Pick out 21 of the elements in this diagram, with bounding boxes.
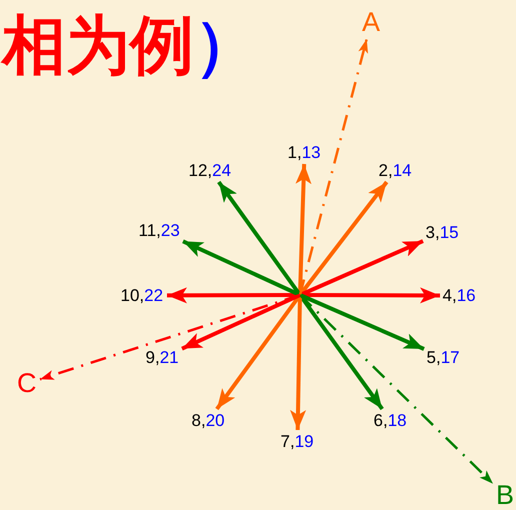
vector-label: 1,13 xyxy=(288,144,321,160)
phase-letter: B xyxy=(496,482,514,508)
vector-label: 6,18 xyxy=(374,412,407,428)
dash-dot-arrow xyxy=(40,294,300,380)
vector-label: 11,23 xyxy=(138,222,180,238)
vector-label: 9,21 xyxy=(146,348,179,366)
vector-label: 3,15 xyxy=(426,224,459,240)
vector-label: 2,14 xyxy=(378,162,412,178)
phase-letter: A xyxy=(362,8,380,36)
arrow xyxy=(290,294,306,430)
vector-label: 7,19 xyxy=(280,432,314,450)
title: 相为例） xyxy=(2,14,258,78)
phase-letter: C xyxy=(17,370,36,396)
vector-label: 12,24 xyxy=(188,162,232,178)
vector-label: 5,17 xyxy=(426,348,460,366)
dash-dot-arrow xyxy=(299,294,494,485)
arrow xyxy=(299,293,425,351)
vector-label: 10,22 xyxy=(120,286,164,304)
vector-label: 8,20 xyxy=(192,412,225,428)
vector-label: 4,16 xyxy=(442,286,476,304)
dash-dot-arrow xyxy=(298,38,368,296)
